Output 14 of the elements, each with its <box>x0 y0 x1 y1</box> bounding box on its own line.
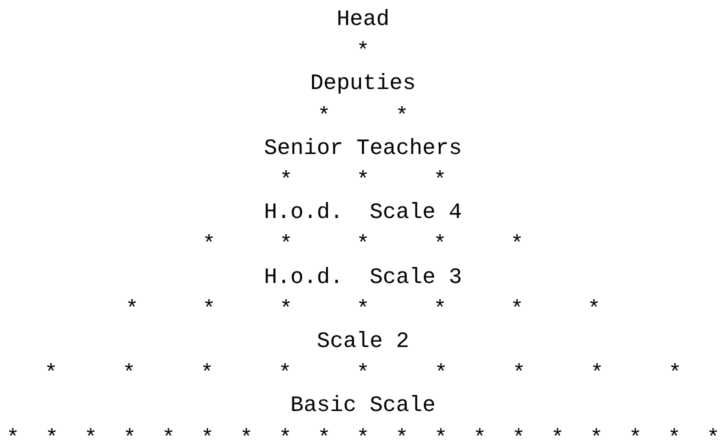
rank-label: Scale 2 <box>316 330 410 354</box>
asterisk-row: * <box>356 40 370 64</box>
asterisk-row: * * * <box>279 169 447 193</box>
asterisk-row: * * * * * * * <box>125 298 601 322</box>
asterisk-row: * * * * * <box>202 233 524 258</box>
rank-label: Deputies <box>310 72 416 96</box>
rank-label: H.o.d. Scale 4 <box>264 201 462 226</box>
asterisk-row: * * <box>317 104 409 129</box>
rank-label: Senior Teachers <box>264 136 462 161</box>
asterisk-row: * * * * * * * * * <box>44 362 682 386</box>
rank-label: Basic Scale <box>290 394 436 418</box>
rank-label: H.o.d. Scale 3 <box>264 266 462 290</box>
rank-label: Head <box>336 8 390 32</box>
asterisk-row: * * * * * * * * * * * * * * * * * * * <box>6 426 720 448</box>
